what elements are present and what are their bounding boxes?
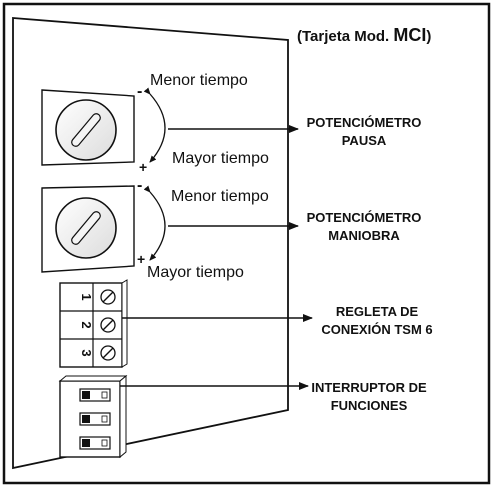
terminal-number: 3 [79, 349, 94, 356]
callout-maniobra-line2: MANIOBRA [328, 228, 400, 243]
outer-frame [2, 2, 491, 485]
terminal-block: 1 2 3 [59, 279, 313, 368]
dip-switch [58, 374, 309, 459]
plus-sign: + [137, 251, 145, 267]
switch-lever [79, 412, 111, 426]
screw-icon [100, 317, 116, 333]
plus-sign: + [139, 159, 147, 175]
pot-slot-icon [71, 113, 101, 147]
less-time-label: Menor tiempo [150, 72, 248, 89]
card-title: (Tarjeta Mod. MCI) [297, 25, 431, 45]
adjust-arc [143, 185, 166, 261]
less-time-label: Menor tiempo [171, 188, 269, 205]
callout-regleta-line2: CONEXIÓN TSM 6 [321, 322, 432, 337]
more-time-label: Mayor tiempo [172, 150, 269, 167]
minus-sign: - [137, 83, 142, 100]
switch-lever [79, 388, 111, 402]
more-time-label: Mayor tiempo [147, 264, 244, 281]
minus-sign: - [137, 177, 142, 194]
screw-icon [100, 289, 116, 305]
terminal-number: 2 [79, 321, 94, 328]
callout-regleta-line1: REGLETA DE [336, 304, 419, 319]
adjust-arc [143, 87, 166, 163]
screw-icon [100, 345, 116, 361]
callout-pausa-line1: POTENCIÓMETRO [307, 115, 422, 130]
callout-maniobra-line1: POTENCIÓMETRO [307, 210, 422, 225]
pot-slot-icon [71, 211, 101, 245]
callout-interruptor-line2: FUNCIONES [331, 398, 408, 413]
terminal-number: 1 [79, 293, 94, 300]
switch-lever [79, 436, 111, 450]
potentiometer-pausa: - + Menor tiempo Mayor tiempo [41, 72, 299, 175]
potentiometer-maniobra: - + Menor tiempo Mayor tiempo [41, 177, 299, 281]
callout-pausa-line2: PAUSA [342, 133, 387, 148]
callout-interruptor-line1: INTERRUPTOR DE [311, 380, 427, 395]
